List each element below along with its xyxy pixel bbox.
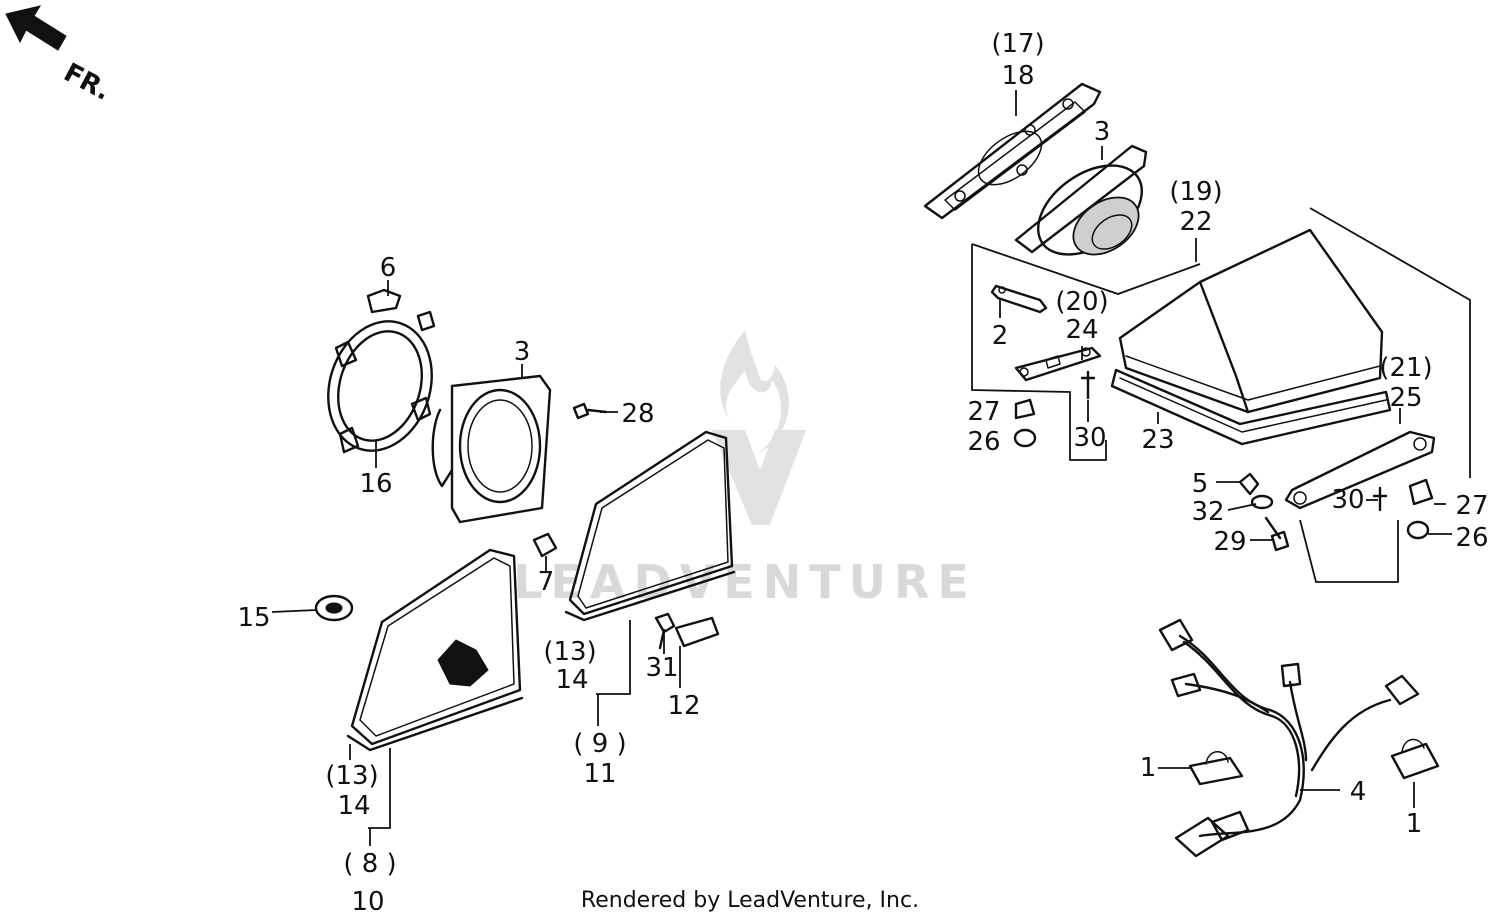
- clip-2: [990, 284, 1048, 314]
- callout-5: 5: [1192, 469, 1209, 499]
- callout-2: 2: [992, 321, 1009, 351]
- callout-16: 16: [359, 469, 392, 499]
- callout-1-right: 1: [1406, 809, 1423, 839]
- callout-31: 31: [645, 653, 678, 683]
- callout-27-left: 27: [967, 397, 1000, 427]
- callout-18: 18: [1001, 61, 1034, 91]
- speaker-ring-16: [327, 310, 436, 454]
- callout-23: 23: [1141, 425, 1174, 455]
- callout-30-right: 30: [1331, 485, 1364, 515]
- washer-32: [1250, 494, 1274, 510]
- callout-4: 4: [1350, 777, 1367, 807]
- callout-29: 29: [1213, 527, 1246, 557]
- wiring-harness-4: [1158, 618, 1420, 858]
- callout-6: 6: [380, 253, 397, 283]
- callout-13-lower: (13): [325, 761, 378, 791]
- collar-5: [1238, 472, 1260, 496]
- callout-8: ( 8 ): [343, 849, 396, 879]
- nut-27-right: [1408, 478, 1434, 506]
- watermark-logo: [712, 330, 806, 525]
- callout-14-lower: 14: [337, 791, 370, 821]
- callout-12: 12: [667, 691, 700, 721]
- callout-27-right: 27: [1455, 491, 1488, 521]
- speaker-box-22: [1118, 228, 1384, 414]
- nut-27-left: [1014, 398, 1036, 420]
- right-cluster-outline: [971, 207, 1471, 583]
- callout-9: ( 9 ): [573, 729, 626, 759]
- screw-28: [572, 402, 608, 420]
- watermark-text: LEADVENTURE: [513, 555, 977, 609]
- callout-7: 7: [538, 567, 555, 597]
- speaker-3-right: [1014, 144, 1148, 256]
- bracket-25: [1284, 430, 1436, 510]
- leaders-right: [999, 90, 1452, 541]
- nut-26-left: [1013, 428, 1037, 448]
- bolt-29: [1264, 516, 1290, 552]
- speaker-cover-10: [346, 548, 524, 752]
- harness-clamp-1-left: [1188, 751, 1244, 786]
- grommet-15: [314, 594, 354, 622]
- callout-labels: (17) 18 3 (19) 22 2 (20) 24 27 26 30 23 …: [237, 29, 1488, 917]
- speaker-cover-11: [564, 430, 736, 622]
- nut-26-right: [1406, 520, 1430, 540]
- speaker-3-left: [431, 374, 552, 524]
- leaders-left: [271, 280, 681, 846]
- callout-17: (17): [991, 29, 1044, 59]
- front-direction-label: FR.: [59, 58, 116, 107]
- screw-30-right: [1372, 486, 1388, 512]
- callout-26-right: 26: [1455, 523, 1488, 553]
- callout-24: 24: [1065, 315, 1098, 345]
- callout-28: 28: [621, 399, 654, 429]
- render-credit: Rendered by LeadVenture, Inc.: [580, 888, 920, 913]
- callout-11: 11: [583, 759, 616, 789]
- callout-22: 22: [1179, 207, 1212, 237]
- screw-30-left: [1080, 370, 1096, 400]
- clip-7: [532, 532, 558, 558]
- box-seal-23: [1110, 368, 1392, 446]
- callout-15: 15: [237, 603, 270, 633]
- callout-20: (20): [1055, 287, 1108, 317]
- callout-21: (21): [1379, 353, 1432, 383]
- harness-clamp-1-right: [1390, 738, 1440, 780]
- callout-10: 10: [351, 887, 384, 917]
- callout-13-upper: (13): [543, 637, 596, 667]
- screw-31: [654, 612, 676, 650]
- callout-26-left: 26: [967, 427, 1000, 457]
- callout-32: 32: [1191, 497, 1224, 527]
- clip-12: [674, 616, 720, 648]
- callout-30-left: 30: [1073, 423, 1106, 453]
- callout-3-right: 3: [1094, 117, 1111, 147]
- callout-14-upper: 14: [555, 665, 588, 695]
- callout-1-left: 1: [1140, 753, 1157, 783]
- clip-6: [366, 288, 402, 314]
- callout-25: 25: [1389, 383, 1422, 413]
- leaders-harness: [1158, 767, 1415, 808]
- speaker-gasket-18: [923, 82, 1102, 220]
- callout-19: (19): [1169, 177, 1222, 207]
- front-direction-arrow-icon: [5, 5, 67, 51]
- callout-3-left: 3: [514, 337, 531, 367]
